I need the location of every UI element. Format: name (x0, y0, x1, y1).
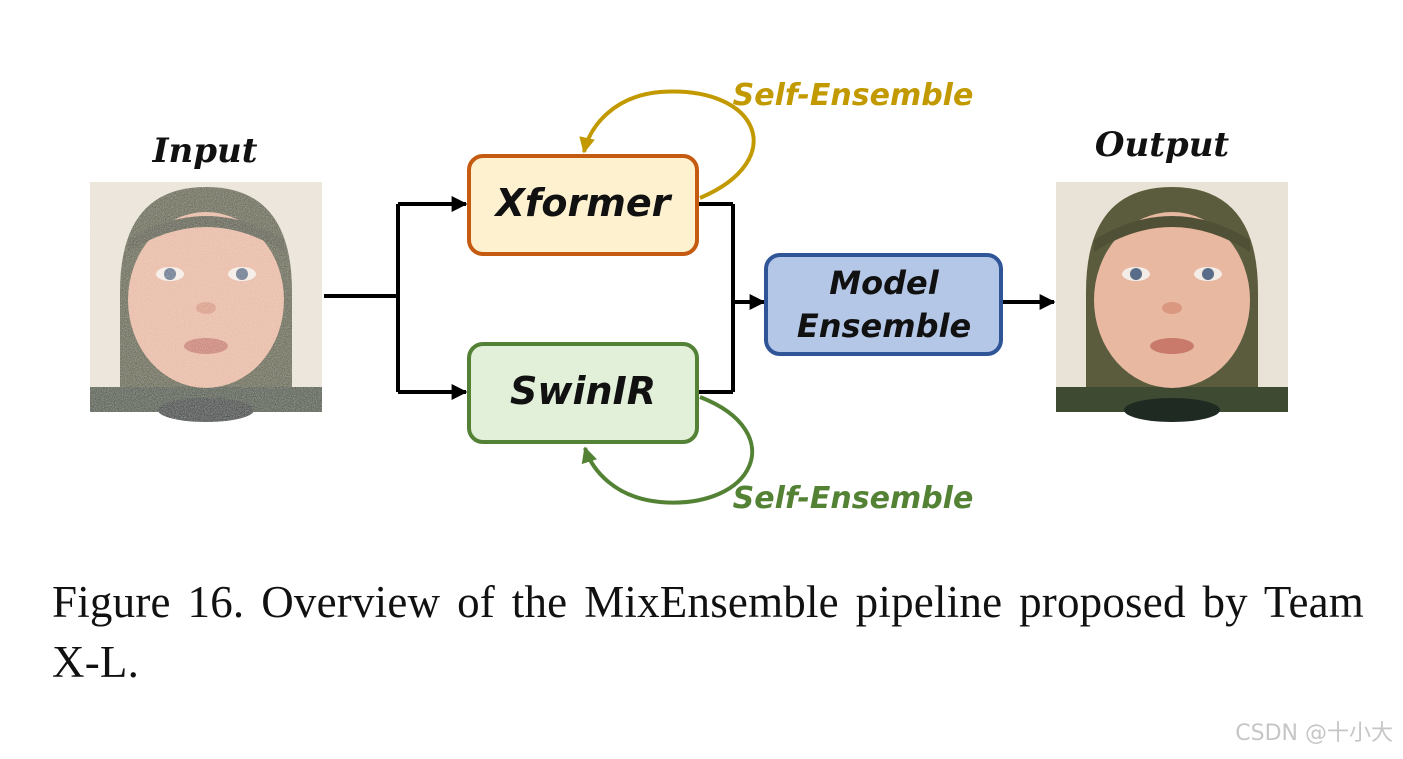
pipeline-diagram: Input Output Xformer SwinIR Model Ensemb… (90, 78, 1288, 516)
swinir-label: SwinIR (510, 369, 656, 413)
xformer-block: Xformer (467, 154, 699, 256)
watermark: CSDN @十小大 (1235, 721, 1393, 746)
connectors (324, 196, 1056, 400)
input-label: Input (152, 131, 258, 171)
model-ensemble-label-line1: Model (829, 264, 939, 302)
swinir-block: SwinIR (467, 342, 699, 444)
model-ensemble-block: Model Ensemble (764, 253, 1003, 356)
self-ensemble-top-loop (579, 89, 756, 200)
input-image (90, 182, 322, 422)
output-label: Output (1095, 125, 1230, 165)
self-ensemble-top-label: Self-Ensemble (733, 78, 974, 113)
self-ensemble-bottom-label: Self-Ensemble (733, 481, 974, 516)
output-image (1056, 182, 1288, 422)
self-ensemble-bottom-loop (581, 395, 755, 505)
figure-caption: Figure 16. Overview of the MixEnsemble p… (52, 577, 1364, 687)
xformer-label: Xformer (494, 181, 673, 225)
model-ensemble-label-line2: Ensemble (797, 307, 971, 345)
